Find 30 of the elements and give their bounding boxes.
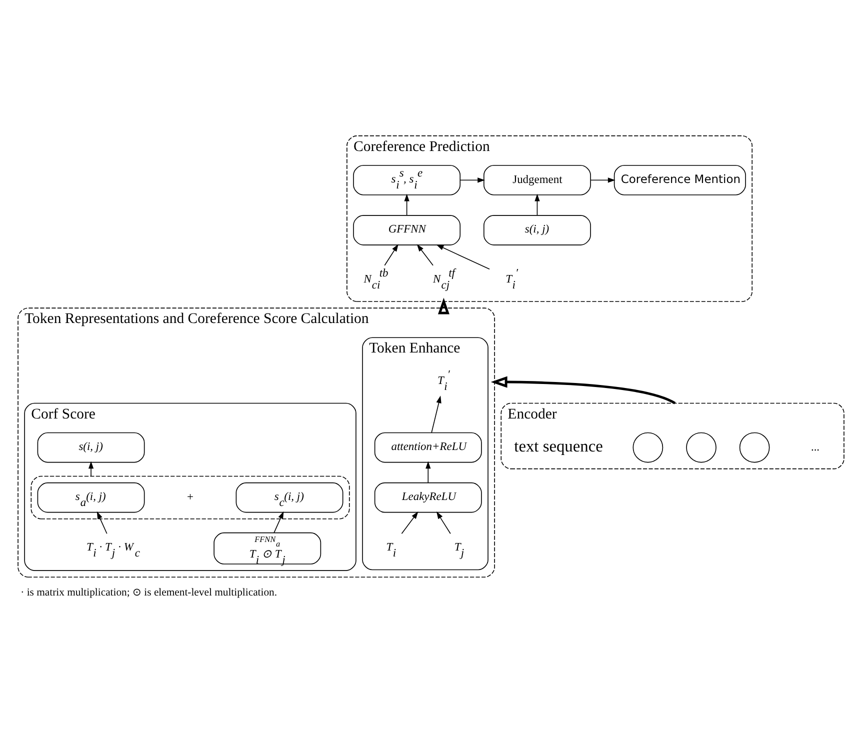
- arrow: [426, 461, 431, 484]
- node-box: Coreference Mention: [614, 164, 746, 196]
- label: text sequence: [514, 436, 603, 456]
- arrow: [431, 396, 442, 433]
- arrow: [436, 244, 490, 270]
- node-box: Judgement: [484, 164, 591, 196]
- arrow: [274, 511, 284, 534]
- arrow: [401, 512, 418, 534]
- arrow: [404, 194, 410, 216]
- label: ...: [810, 442, 820, 454]
- node-box: GFFNN: [353, 215, 461, 246]
- node-box: LeakyReLU: [374, 482, 482, 513]
- arrow: [384, 244, 398, 266]
- arrow: [590, 178, 616, 183]
- arrow: [416, 244, 434, 266]
- node-box: attention+ReLU: [374, 432, 482, 463]
- label: +: [187, 492, 194, 504]
- arrow: [490, 376, 676, 404]
- node-circle: [739, 432, 770, 463]
- arrow: [460, 178, 485, 183]
- arrow: [96, 511, 108, 534]
- node-circle: [632, 432, 664, 463]
- arrow: [436, 512, 451, 534]
- node-circle: [686, 432, 716, 463]
- node-box: s(i, j): [484, 215, 591, 246]
- node-box: s(i, j): [37, 432, 145, 463]
- caption: · is matrix multiplication; ⊙ is element-level multiplication.: [20, 587, 278, 598]
- arrow: [88, 461, 94, 477]
- arrow: [438, 298, 450, 314]
- arrow: [534, 194, 540, 216]
